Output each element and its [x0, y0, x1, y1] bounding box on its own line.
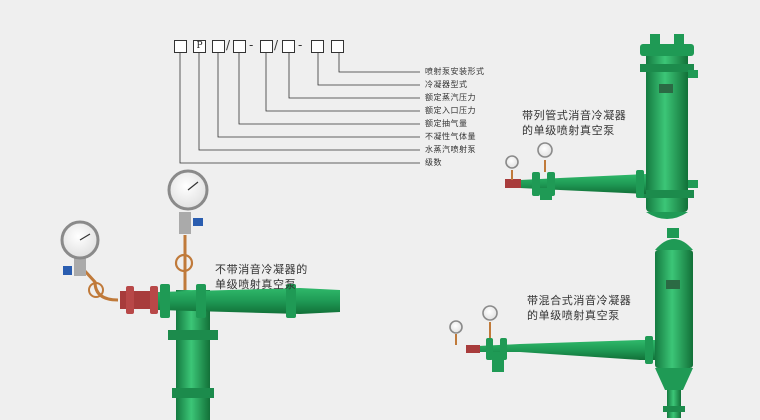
pump-without-silencer	[60, 169, 340, 420]
legend-item: 级数	[425, 158, 442, 167]
caption-line: 带混合式消音冷凝器	[527, 294, 632, 307]
caption-line: 的单级喷射真空泵	[527, 309, 620, 322]
legend-item: 额定蒸汽压力	[425, 93, 476, 102]
legend-item: 额定抽气量	[425, 119, 468, 128]
caption-line: 的单级喷射真空泵	[522, 124, 615, 137]
code-box-stage	[174, 40, 187, 53]
code-separator: /	[274, 38, 279, 52]
caption-line: 带列管式消音冷凝器	[522, 109, 627, 122]
legend-item: 喷射泵安装形式	[425, 67, 485, 76]
caption-line: 不带消音冷凝器的	[215, 263, 308, 276]
code-box-steam-pressure	[282, 40, 295, 53]
code-separator: -	[298, 38, 303, 52]
legend-item: 不凝性气体量	[425, 132, 476, 141]
caption-top-right: 带列管式消音冷凝器 的单级喷射真空泵	[522, 108, 626, 138]
code-box-inlet-pressure	[260, 40, 273, 53]
caption-line: 单级喷射真空泵	[215, 278, 297, 291]
code-box-noncondensable	[212, 40, 225, 53]
code-box-condenser	[311, 40, 324, 53]
code-box-suction	[233, 40, 246, 53]
code-separator: -	[249, 38, 254, 52]
code-box-install	[331, 40, 344, 53]
legend-item: 水蒸汽喷射泵	[425, 145, 476, 154]
pump-mixing-condenser	[449, 228, 693, 418]
legend-item: 额定入口压力	[425, 106, 476, 115]
leader-lines	[179, 53, 420, 164]
code-box-type: P	[193, 40, 206, 53]
caption-bottom-right: 带混合式消音冷凝器 的单级喷射真空泵	[527, 293, 631, 323]
legend-item: 冷凝器型式	[425, 80, 468, 89]
code-separator: /	[226, 38, 231, 52]
caption-left: 不带消音冷凝器的 单级喷射真空泵	[215, 262, 308, 292]
pump-shell-tube-condenser	[505, 34, 698, 219]
